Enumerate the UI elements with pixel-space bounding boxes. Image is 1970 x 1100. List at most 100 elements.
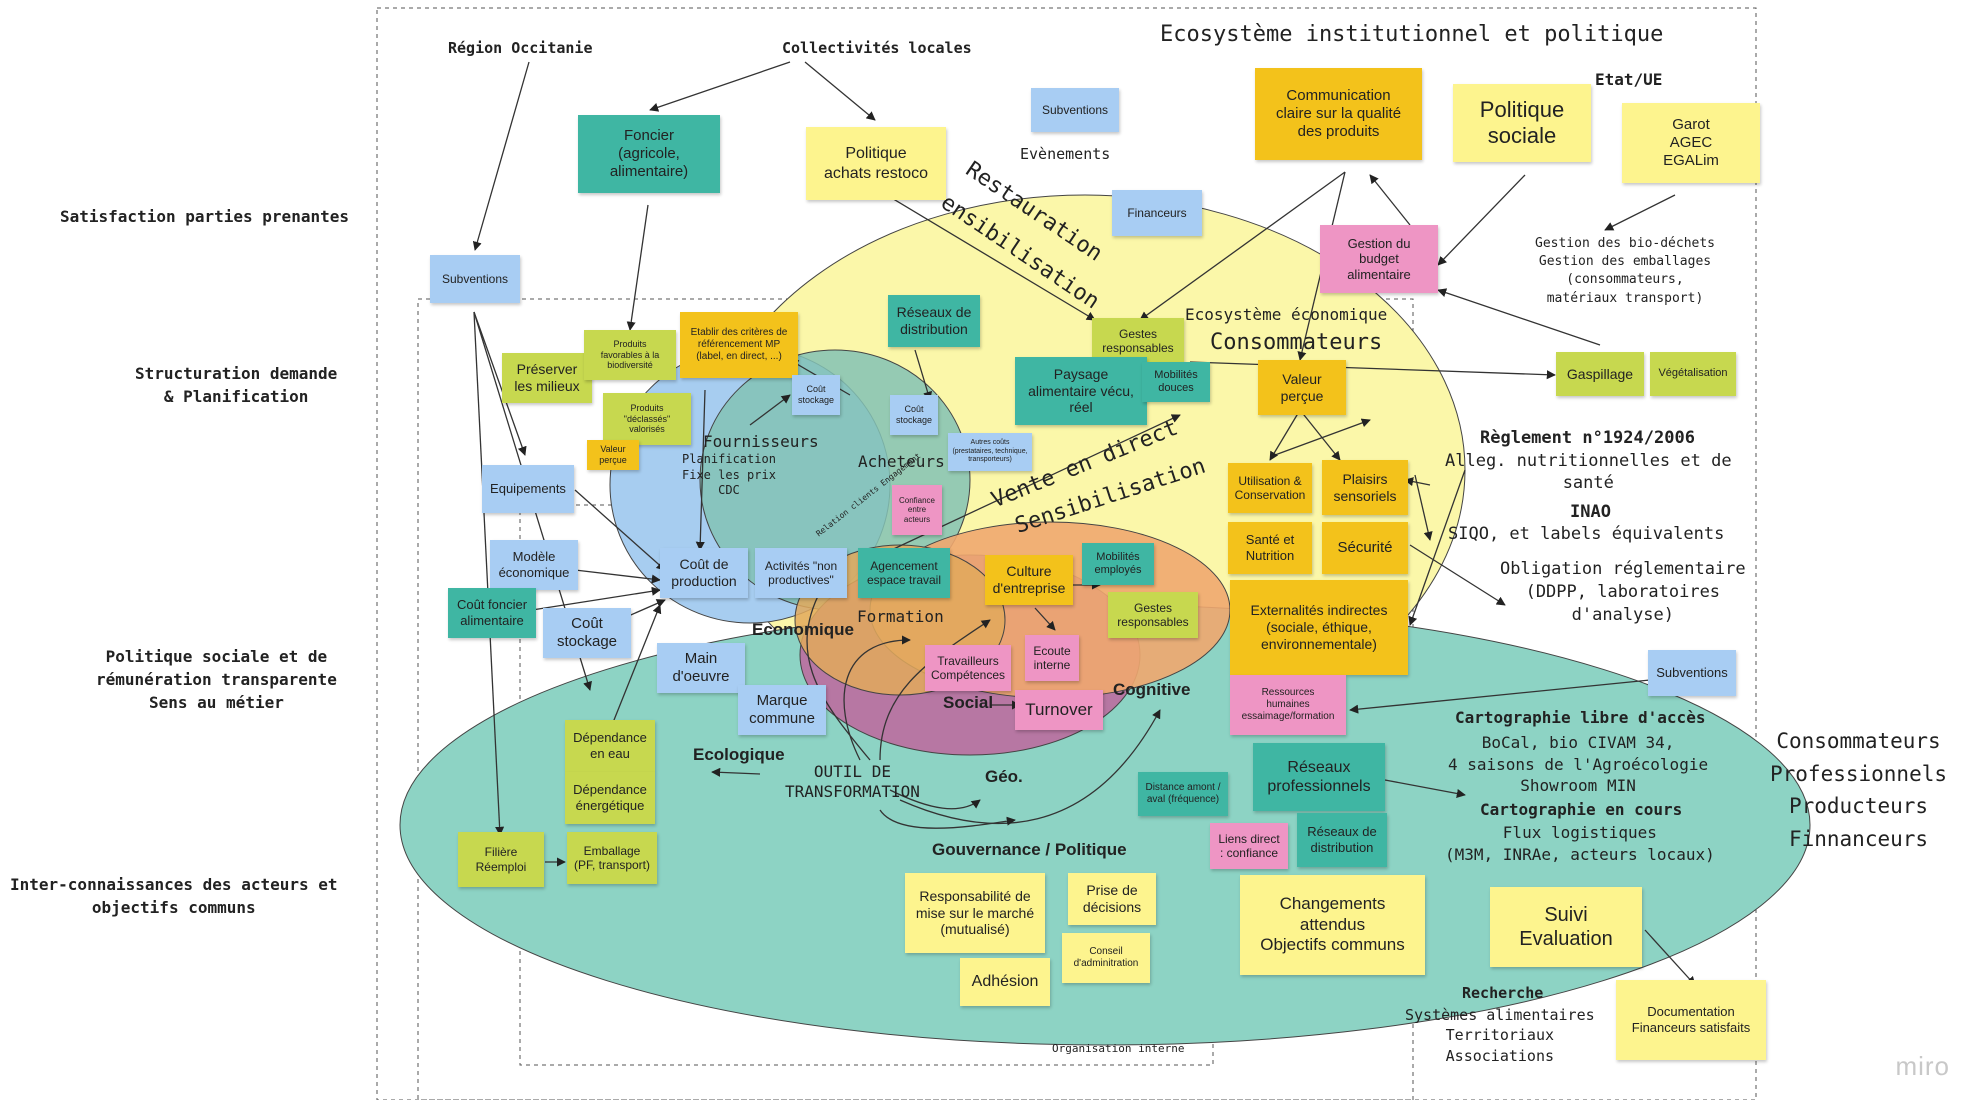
text-carto-libre-items: BoCal, bio CIVAM 34, 4 saisons de l'Agro…	[1448, 733, 1709, 796]
note-dependance-eau[interactable]: Dépendance en eau	[565, 720, 655, 772]
note-adhesion[interactable]: Adhésion	[960, 958, 1050, 1006]
note-ecoute-interne[interactable]: Ecoute interne	[1025, 635, 1079, 681]
text-recherche-items: Systèmes alimentaires Territoriaux Assoc…	[1405, 1006, 1595, 1065]
note-distance-amont-aval[interactable]: Distance amont / aval (fréquence)	[1138, 772, 1228, 816]
note-confiance-acteurs[interactable]: Confiance entre acteurs	[892, 485, 942, 535]
note-produits-favorables[interactable]: Produits favorables à la biodiversité	[584, 330, 676, 380]
side-label-satisfaction: Satisfaction parties prenantes	[60, 207, 349, 226]
note-reseaux-distribution-bottom[interactable]: Réseaux de distribution	[1297, 813, 1387, 867]
side-label-inter: Inter-connaissances des acteurs et objec…	[10, 875, 338, 918]
note-externalites[interactable]: Externalités indirectes (sociale, éthiqu…	[1230, 580, 1408, 675]
text-carto-cours-items: Flux logistiques (M3M, INRAe, acteurs lo…	[1445, 823, 1715, 864]
note-mobilites-douces[interactable]: Mobilités douces	[1142, 362, 1210, 402]
label-formation: Formation	[857, 607, 944, 626]
label-organisation-interne: Organisation interne	[1052, 1042, 1185, 1055]
title-eco-institutionnel: Ecosystème institutionnel et politique	[1160, 22, 1664, 47]
note-vegetalisation[interactable]: Végétalisation	[1650, 352, 1736, 396]
note-travailleurs-competences[interactable]: Travailleurs Compétences	[925, 645, 1011, 691]
text-allegations: Alleg. nutritionnelles et de santé	[1445, 451, 1732, 494]
note-cout-stockage-big[interactable]: Coût stockage	[543, 608, 631, 658]
label-fournisseurs-details: Planification Fixe les prix CDC	[682, 452, 776, 498]
note-valeur-percue-small[interactable]: Valeur perçue	[587, 440, 639, 470]
note-securite[interactable]: Sécurité	[1322, 522, 1408, 574]
note-marque-commune[interactable]: Marque commune	[738, 685, 826, 735]
note-equipements[interactable]: Equipements	[482, 465, 574, 513]
note-valeur-percue-top[interactable]: Valeur perçue	[1258, 360, 1346, 415]
note-modele-economique[interactable]: Modèle économique	[490, 540, 578, 590]
text-acteurs-liste: Consommateurs Professionnels Producteurs…	[1770, 729, 1948, 851]
label-evenements: Evènements	[1020, 145, 1111, 163]
note-cout-stockage-small-2[interactable]: Coût stockage	[890, 395, 938, 435]
note-agencement[interactable]: Agencement espace travail	[858, 548, 950, 598]
label-gouvernance: Gouvernance / Politique	[932, 840, 1127, 859]
note-paysage-alimentaire[interactable]: Paysage alimentaire vécu, réel	[1015, 357, 1147, 425]
label-geo: Géo.	[985, 767, 1023, 786]
note-liens-direct[interactable]: Liens direct : confiance	[1210, 823, 1288, 869]
note-gestes-responsables-bottom[interactable]: Gestes responsables	[1108, 592, 1198, 638]
text-carto-cours: Cartographie en cours	[1480, 800, 1683, 819]
note-communication[interactable]: Communication claire sur la qualité des …	[1255, 68, 1422, 160]
text-inao: INAO	[1570, 502, 1611, 522]
label-cognitive: Cognitive	[1113, 680, 1191, 699]
note-reseaux-distribution-top[interactable]: Réseaux de distribution	[888, 295, 980, 347]
note-gestion-budget[interactable]: Gestion du budget alimentaire	[1320, 225, 1438, 293]
note-garot[interactable]: Garot AGEC EGALim	[1622, 103, 1760, 183]
frame-institutional	[376, 7, 1757, 1100]
note-subventions-right[interactable]: Subventions	[1648, 650, 1736, 696]
text-gestion-bio-dechets: Gestion des bio-déchets Gestion des emba…	[1535, 236, 1716, 306]
note-politique-achats[interactable]: Politique achats restoco	[806, 127, 946, 200]
note-politique-sociale[interactable]: Politique sociale	[1453, 84, 1591, 162]
note-filiere-reemploi[interactable]: Filière Réemploi	[458, 832, 544, 887]
note-plaisirs-sensoriels[interactable]: Plaisirs sensoriels	[1322, 460, 1408, 515]
label-outil-transformation: OUTIL DE TRANSFORMATION	[785, 762, 920, 801]
note-subventions-left[interactable]: Subventions	[430, 255, 520, 303]
text-reglement: Règlement n°1924/2006	[1480, 428, 1695, 448]
note-foncier[interactable]: Foncier (agricole, alimentaire)	[578, 115, 720, 193]
label-consommateurs: Consommateurs	[1210, 330, 1383, 355]
label-etat-ue: Etat/UE	[1595, 70, 1663, 89]
label-ecologique: Ecologique	[693, 745, 785, 764]
note-subventions-top[interactable]: Subventions	[1031, 88, 1119, 132]
note-mobilites-employes[interactable]: Mobilités employés	[1082, 543, 1154, 585]
note-autres-couts[interactable]: Autres coûts (prestataires, technique, t…	[948, 433, 1032, 471]
label-eco-economique: Ecosystème économique	[1185, 305, 1388, 324]
note-documentation[interactable]: Documentation Financeurs satisfaits	[1616, 980, 1766, 1060]
text-siqo: SIQO, et labels équivalents	[1448, 524, 1725, 544]
note-gestes-responsables-top[interactable]: Gestes responsables	[1092, 318, 1184, 364]
note-activites-non-productives[interactable]: Activités "non productives"	[755, 548, 847, 598]
side-label-politique-sociale: Politique sociale et de rémunération tra…	[96, 647, 337, 713]
label-region-occitanie: Région Occitanie	[448, 39, 593, 57]
note-preserver-milieux[interactable]: Préserver les milieux	[502, 353, 592, 403]
note-cout-production[interactable]: Coût de production	[660, 548, 748, 598]
note-main-oeuvre[interactable]: Main d'oeuvre	[657, 643, 745, 693]
note-cout-foncier[interactable]: Coût foncier alimentaire	[448, 588, 536, 638]
label-fournisseurs: Fournisseurs	[703, 432, 819, 451]
note-cout-stockage-small-1[interactable]: Coût stockage	[792, 375, 840, 415]
note-sante-nutrition[interactable]: Santé et Nutrition	[1228, 522, 1312, 574]
note-dependance-energie[interactable]: Dépendance énergétique	[565, 772, 655, 824]
label-acheteurs: Acheteurs	[858, 452, 945, 471]
side-label-structuration: Structuration demande & Planification	[135, 364, 338, 407]
text-obligation: Obligation réglementaire (DDPP, laborato…	[1500, 559, 1746, 625]
note-suivi-evaluation[interactable]: Suivi Evaluation	[1490, 887, 1642, 967]
note-emballage[interactable]: Emballage (PF, transport)	[567, 832, 657, 884]
note-produits-declasses[interactable]: Produits "déclassés" valorisés	[603, 393, 691, 445]
note-financeurs[interactable]: Financeurs	[1112, 190, 1202, 236]
note-ressources-humaines[interactable]: Ressources humaines essaimage/formation	[1230, 675, 1346, 735]
note-changements-attendus[interactable]: Changements attendus Objectifs communs	[1240, 875, 1425, 975]
note-gaspillage[interactable]: Gaspillage	[1556, 352, 1644, 396]
note-culture-entreprise[interactable]: Culture d'entreprise	[985, 555, 1073, 605]
label-social: Social	[943, 693, 994, 712]
note-turnover[interactable]: Turnover	[1015, 690, 1103, 730]
note-responsabilite-marche[interactable]: Responsabilité de mise sur le marché (mu…	[905, 873, 1045, 953]
text-carto-libre: Cartographie libre d'accès	[1455, 708, 1706, 727]
text-recherche: Recherche	[1462, 984, 1544, 1002]
label-economique: Economique	[752, 620, 855, 639]
note-reseaux-professionnels[interactable]: Réseaux professionnels	[1253, 743, 1385, 811]
note-etablir-criteres[interactable]: Etablir des critères de référencement MP…	[680, 312, 798, 378]
miro-logo: miro	[1895, 1051, 1950, 1081]
note-prise-decisions[interactable]: Prise de décisions	[1068, 873, 1156, 925]
note-utilisation-conservation[interactable]: Utilisation & Conservation	[1228, 463, 1312, 513]
label-collectivites: Collectivités locales	[782, 39, 972, 57]
note-conseil-administration[interactable]: Conseil d'adminitration	[1062, 933, 1150, 983]
